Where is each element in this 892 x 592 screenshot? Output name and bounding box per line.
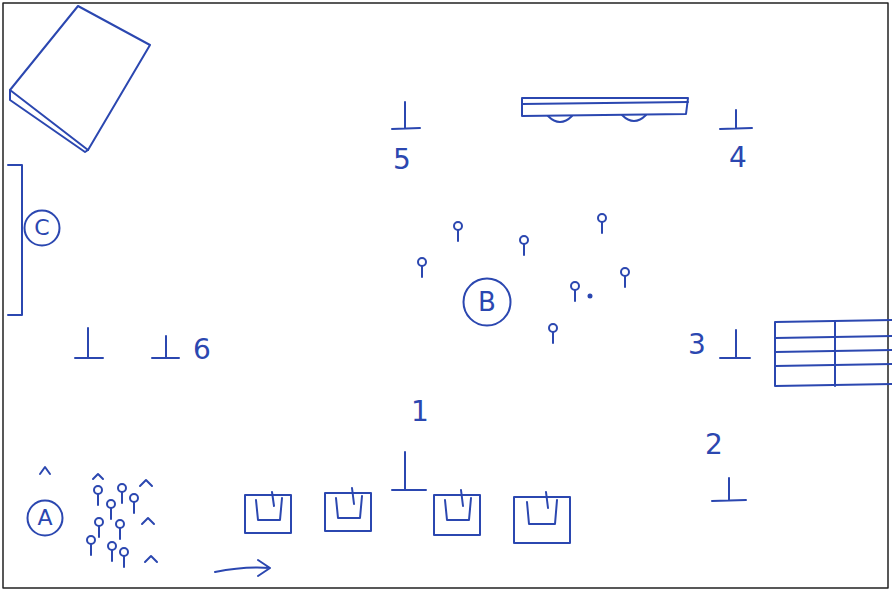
bench xyxy=(522,98,688,122)
person-marker xyxy=(108,542,116,561)
person-marker xyxy=(598,214,606,233)
people-b xyxy=(418,214,629,343)
table xyxy=(775,320,892,386)
person-marker xyxy=(94,486,102,505)
person-marker xyxy=(454,222,462,241)
frame xyxy=(3,3,888,588)
carets xyxy=(40,467,157,562)
person-marker xyxy=(130,494,138,513)
person-marker xyxy=(120,548,128,567)
marker-letter: A xyxy=(37,507,52,529)
person-marker xyxy=(418,258,426,277)
circle-marker: A xyxy=(26,499,64,537)
person-marker xyxy=(107,500,115,519)
callout-number: 3 xyxy=(688,331,706,359)
circle-line xyxy=(25,211,60,246)
circle-line xyxy=(28,501,63,536)
person-marker xyxy=(87,536,95,555)
wall-panel xyxy=(8,165,22,315)
callout-number: 4 xyxy=(729,144,747,172)
marker-letter: C xyxy=(34,217,49,239)
people-a xyxy=(87,484,138,567)
callout-number: 6 xyxy=(193,336,211,364)
person-marker xyxy=(95,518,103,537)
callout-number: 2 xyxy=(705,431,723,459)
crate xyxy=(10,6,150,152)
person-marker xyxy=(571,282,579,301)
callout-number: 5 xyxy=(393,146,411,174)
person-marker xyxy=(520,236,528,255)
person-marker xyxy=(621,268,629,287)
seats xyxy=(245,488,570,543)
circle-line xyxy=(464,279,511,326)
person-marker xyxy=(549,324,557,343)
circle-marker: C xyxy=(23,209,61,247)
stands xyxy=(75,102,752,501)
marker-letter: B xyxy=(478,289,496,315)
circle-marker: B xyxy=(462,277,512,327)
dot xyxy=(589,295,592,298)
person-marker xyxy=(116,520,124,539)
person-marker xyxy=(118,484,126,503)
callout-number: 1 xyxy=(411,398,429,426)
direction-arrow xyxy=(215,560,270,576)
